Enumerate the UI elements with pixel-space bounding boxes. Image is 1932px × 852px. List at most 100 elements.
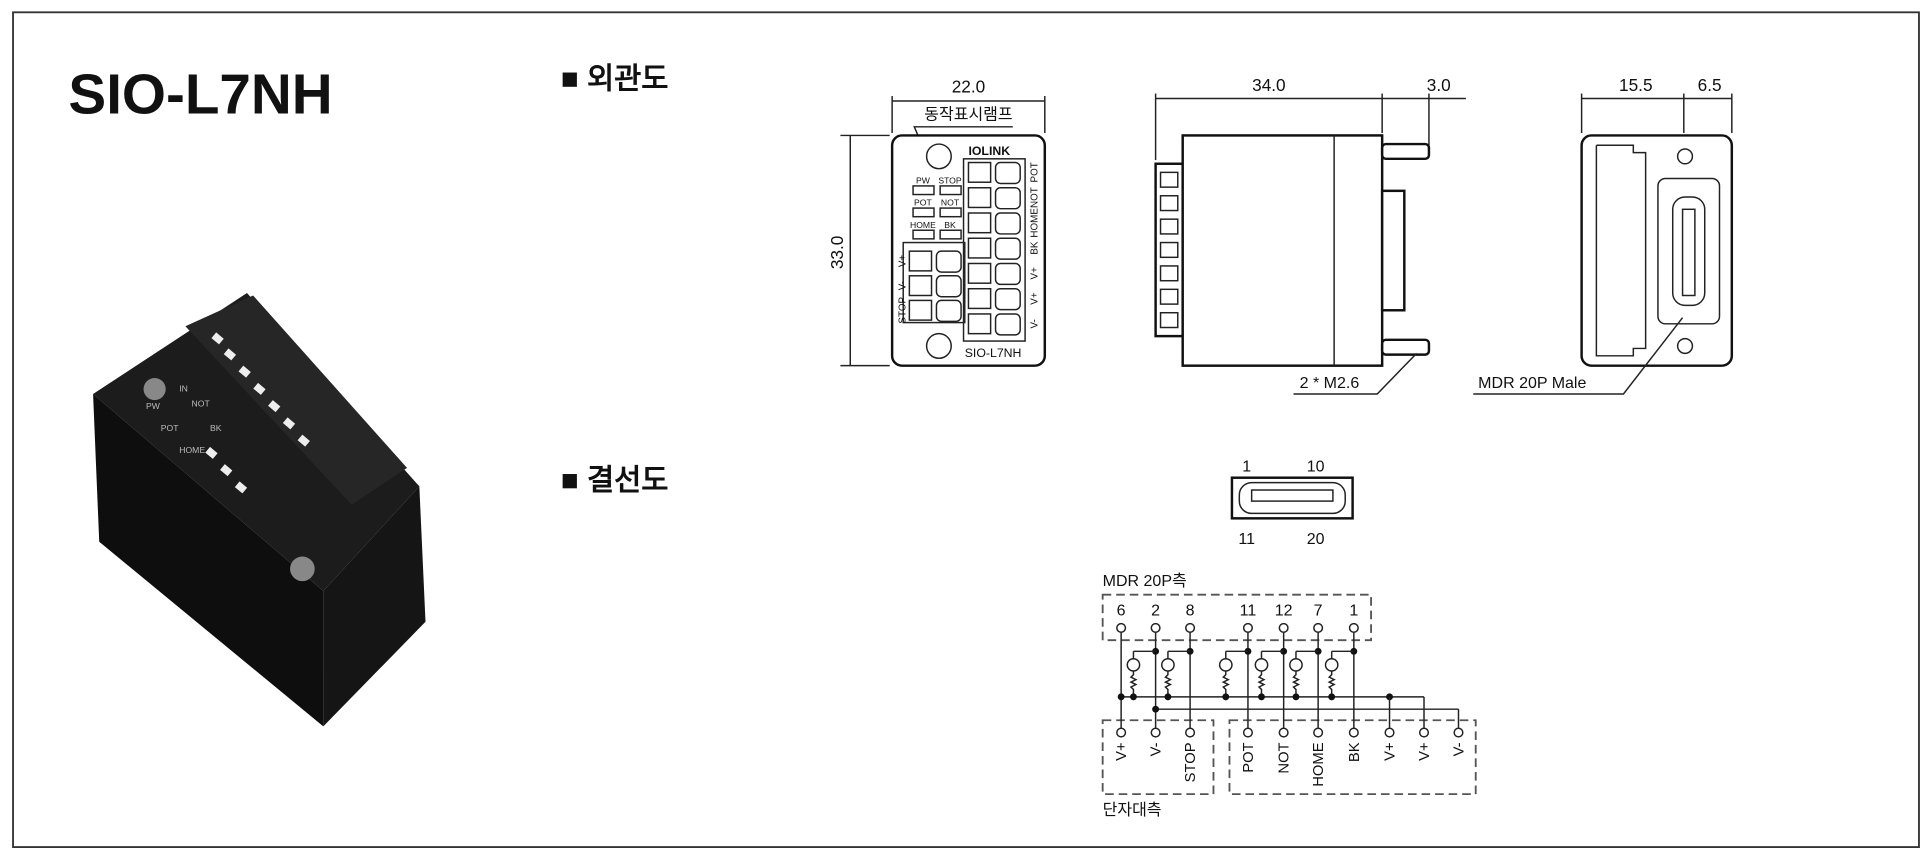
lamp-icon — [1324, 657, 1339, 672]
connector-label: MDR 20P Male — [1478, 375, 1586, 392]
connector-tooth — [1159, 265, 1179, 282]
mdr-pin-terminal — [1242, 622, 1253, 633]
terminal-clamp — [908, 275, 933, 297]
resistor-icon — [1257, 671, 1266, 697]
terminal-label: POT — [1241, 742, 1257, 772]
resistor-icon — [1291, 671, 1301, 697]
terminal-clamp — [908, 299, 933, 321]
lamp-label-not: NOT — [941, 198, 960, 208]
front-terminal-label: NOT — [1029, 187, 1040, 208]
terminal-label: V- — [1451, 742, 1467, 756]
mdr-pin-number: 1 — [1349, 603, 1358, 620]
terminal-clamp — [967, 187, 992, 209]
terminal-hole — [994, 187, 1021, 210]
terminal-label: BK — [1347, 742, 1363, 762]
side-view-drawing: 34.0 3.0 2 * M2.6 — [1154, 75, 1466, 395]
lamp-label-stop: STOP — [938, 175, 962, 185]
front-height-dim: 33.0 — [827, 236, 847, 270]
front-terminal-label: BK — [1029, 241, 1040, 255]
terminal-clamp — [967, 237, 992, 259]
svg-text:BK: BK — [210, 423, 222, 433]
junction-dot — [1164, 693, 1172, 701]
pin-10-label: 10 — [1307, 459, 1325, 476]
junction-dot — [1258, 693, 1265, 701]
mdr-pin-number: 8 — [1186, 603, 1195, 620]
rear-view-drawing: 15.5 6.5 MDR 20P Male — [1473, 75, 1734, 395]
lamp-label: 동작표시램프 — [924, 105, 1012, 123]
terminal-hole — [935, 250, 962, 273]
svg-text:HOME: HOME — [179, 445, 205, 455]
mdr-side-label: MDR 20P측 — [1103, 572, 1187, 590]
terminal-hole — [935, 299, 962, 323]
mdr-pin-number: 6 — [1117, 603, 1126, 620]
svg-text:NOT: NOT — [192, 398, 211, 408]
terminal-label: V- — [1149, 742, 1165, 756]
front-terminal-label: V- — [1029, 319, 1040, 328]
section-wiring-heading: ■ 결선도 — [561, 464, 669, 497]
junction-dot — [1292, 693, 1300, 701]
resistor-icon — [1327, 671, 1336, 697]
terminal-block-point — [1185, 727, 1196, 738]
terminal-hole — [994, 161, 1021, 185]
terminal-block-point — [1278, 727, 1289, 738]
terminal-clamp — [967, 287, 992, 310]
mdr-pin-terminal — [1116, 622, 1127, 633]
section-exterior-heading: ■ 외관도 — [561, 63, 669, 96]
terminal-hole — [994, 313, 1021, 336]
connector-pinout: 1 10 11 20 — [1230, 459, 1354, 548]
front-terminal-label: V+ — [1029, 292, 1040, 305]
front-terminal-label: V+ — [898, 255, 909, 268]
junction-dot — [1152, 705, 1160, 713]
connector-tooth — [1159, 171, 1179, 188]
terminal-clamp — [967, 313, 992, 335]
front-terminal-label: STOP — [898, 297, 909, 324]
lamp-indicator — [939, 229, 962, 240]
mdr-pin-number: 12 — [1275, 603, 1293, 620]
connector-tooth — [1159, 195, 1179, 212]
terminal-block-point — [1242, 727, 1253, 738]
connector-tooth — [1159, 288, 1179, 305]
terminal-block-point — [1384, 727, 1395, 738]
front-terminal-label: V+ — [1029, 267, 1040, 280]
lamp-indicator — [912, 207, 935, 218]
lamp-label-home: HOME — [910, 220, 936, 230]
terminal-hole — [935, 275, 962, 298]
terminal-side-label: 단자대측 — [1103, 801, 1162, 819]
terminal-label: STOP — [1183, 742, 1199, 782]
connector-tooth — [1159, 311, 1179, 329]
side-pin-dim: 3.0 — [1427, 75, 1451, 95]
front-terminal-label: HOME — [1029, 208, 1040, 238]
junction-dot — [1328, 693, 1336, 701]
lamp-icon — [1126, 657, 1141, 672]
front-model-label: SIO-L7NH — [965, 346, 1022, 360]
connector-tooth — [1159, 241, 1179, 259]
terminal-hole — [994, 287, 1021, 311]
lamp-label-pot: POT — [914, 198, 932, 208]
resistor-icon — [1129, 671, 1138, 697]
lamp-icon — [1218, 657, 1233, 672]
front-terminal-label: POT — [1029, 162, 1040, 182]
terminal-clamp — [967, 212, 992, 234]
mdr-pin-number: 11 — [1240, 603, 1257, 620]
side-depth-dim: 34.0 — [1252, 75, 1286, 95]
terminal-hole — [994, 262, 1021, 286]
terminal-block-point — [1116, 727, 1127, 738]
mdr-pin-terminal — [1348, 622, 1359, 633]
terminal-block-point — [1453, 727, 1464, 738]
product-title: SIO-L7NH — [68, 63, 332, 126]
terminal-label: HOME — [1311, 742, 1327, 786]
lamp-indicator — [912, 229, 935, 240]
junction-dot — [1129, 693, 1137, 701]
rear-dim-a: 15.5 — [1619, 75, 1653, 95]
front-terminal-label: V- — [898, 281, 909, 290]
svg-text:PW: PW — [146, 401, 161, 411]
lamp-indicator — [912, 185, 935, 196]
pin-20-label: 20 — [1307, 531, 1325, 548]
terminal-block-point — [1313, 727, 1324, 738]
lamp-indicator — [939, 207, 962, 218]
mdr-pin-terminal — [1313, 622, 1324, 633]
